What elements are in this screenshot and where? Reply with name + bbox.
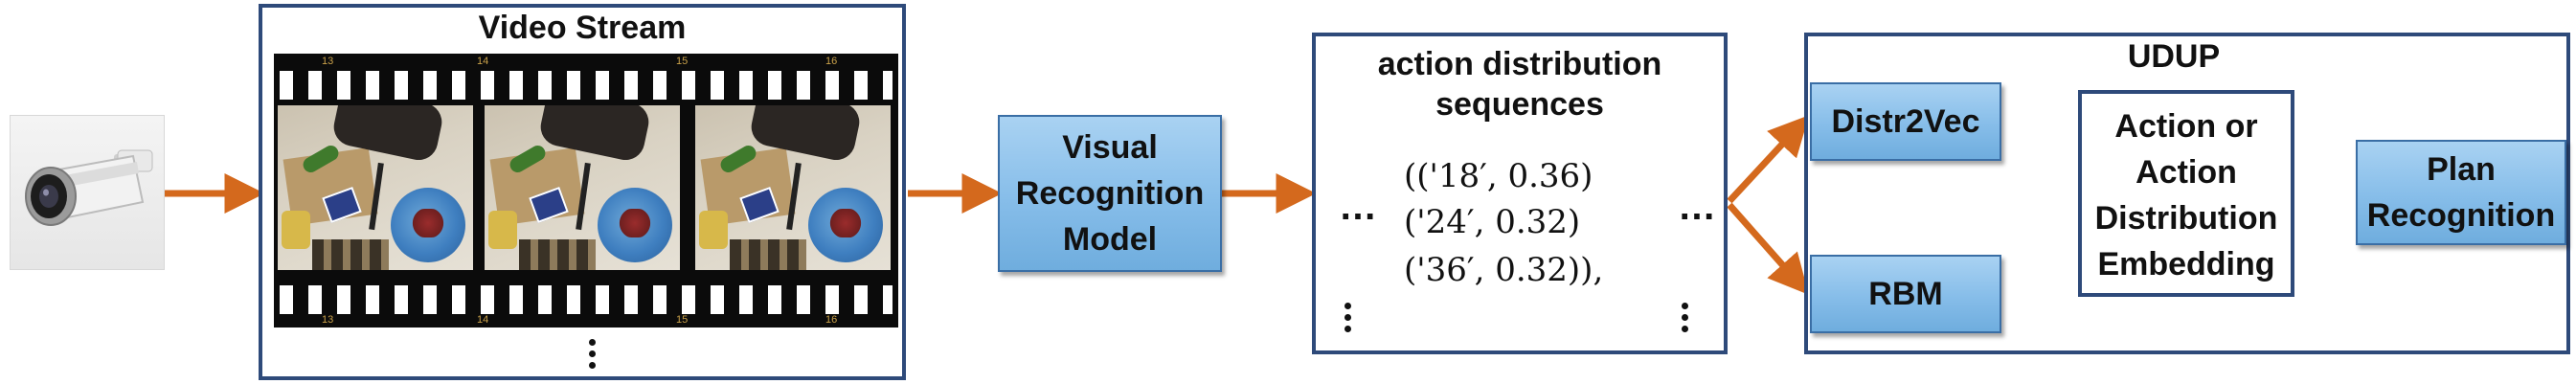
plan-recognition-line1: Plan bbox=[2427, 151, 2496, 188]
film-sprockets-bottom bbox=[280, 285, 893, 314]
frame-number: 15 bbox=[676, 314, 689, 326]
distribution-ellipsis-right: … bbox=[1678, 186, 1716, 228]
video-stream-title: Video Stream bbox=[478, 10, 687, 46]
embedding-line1: Action or bbox=[2114, 108, 2258, 145]
frame-number: 16 bbox=[825, 314, 838, 326]
frame-number: 14 bbox=[477, 314, 489, 326]
plan-recognition-node: Plan Recognition bbox=[2356, 140, 2566, 245]
visual-recognition-model: Visual Recognition Model bbox=[998, 115, 1222, 272]
camera-panel bbox=[10, 115, 165, 270]
video-frame-3 bbox=[695, 105, 891, 270]
frame-number: 13 bbox=[322, 314, 334, 326]
udup-title: UDUP bbox=[2127, 38, 2221, 75]
frame-number: 13 bbox=[322, 56, 334, 67]
video-frame-1 bbox=[278, 105, 473, 270]
action-distribution-title-line2: sequences bbox=[1435, 86, 1604, 123]
arrow-distribution-to-rbm bbox=[1727, 202, 1809, 295]
video-stream-more-ellipsis bbox=[589, 339, 597, 373]
video-frame-2 bbox=[485, 105, 680, 270]
frame-number: 16 bbox=[825, 56, 838, 67]
visual-recognition-model-line1: Visual bbox=[1062, 129, 1158, 166]
action-distribution-title: action distribution sequences bbox=[1312, 44, 1728, 124]
action-distribution-panel bbox=[1312, 33, 1728, 354]
distribution-entry-2: ('24′, 0.32) bbox=[1404, 203, 1581, 241]
distribution-entry-3: ('36′, 0.32)), bbox=[1404, 251, 1604, 289]
visual-recognition-model-line2: Recognition bbox=[1015, 175, 1205, 212]
arrow-distribution-to-distr2vec bbox=[1727, 115, 1810, 204]
frame-number: 14 bbox=[477, 56, 489, 67]
distribution-ellipsis-left: … bbox=[1339, 186, 1377, 228]
distribution-ellipsis-vertical-left bbox=[1344, 303, 1352, 337]
film-sprockets-top bbox=[280, 71, 893, 100]
distribution-ellipsis-vertical-right bbox=[1682, 303, 1689, 337]
embedding-label: Action or Action Distribution Embedding bbox=[2078, 103, 2294, 287]
distribution-entry-1: (('18′, 0.36) bbox=[1404, 157, 1593, 195]
action-distribution-title-line1: action distribution bbox=[1377, 46, 1662, 82]
plan-recognition-line2: Recognition bbox=[2366, 197, 2556, 234]
rbm-node: RBM bbox=[1810, 255, 2001, 333]
embedding-node bbox=[2078, 90, 2294, 297]
embedding-line4: Embedding bbox=[2097, 246, 2275, 282]
security-camera-icon bbox=[25, 149, 153, 226]
embedding-line2: Action bbox=[2135, 154, 2237, 191]
embedding-line3: Distribution bbox=[2094, 200, 2278, 237]
distr2vec-node: Distr2Vec bbox=[1810, 82, 2001, 161]
frame-number: 15 bbox=[676, 56, 689, 67]
visual-recognition-model-line3: Model bbox=[1062, 221, 1158, 258]
